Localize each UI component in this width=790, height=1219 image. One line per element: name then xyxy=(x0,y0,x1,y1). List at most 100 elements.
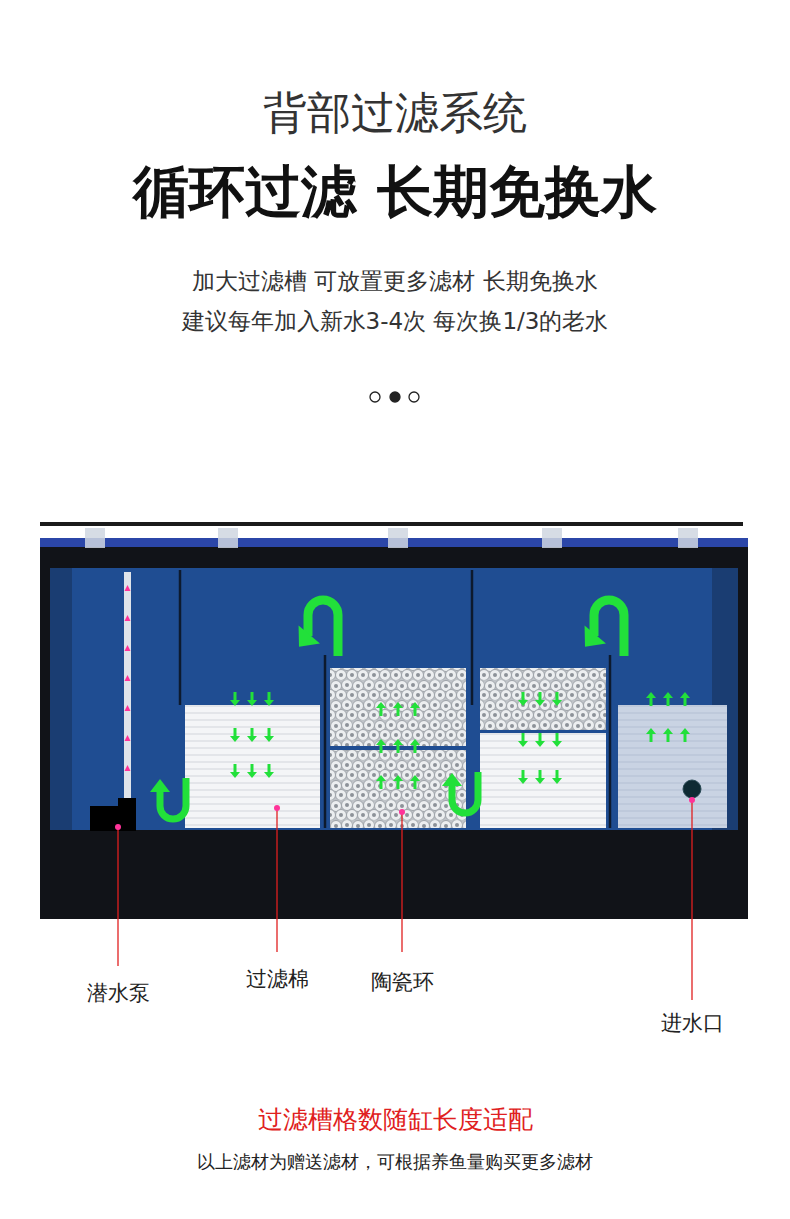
inlet xyxy=(683,780,701,798)
flow-arrow xyxy=(552,741,562,747)
flow-arrow xyxy=(535,778,545,784)
flow-arrow xyxy=(552,700,562,706)
flow-arrow xyxy=(667,697,670,706)
flow-arrow xyxy=(268,764,271,773)
filter-cotton xyxy=(480,733,606,828)
leader-line xyxy=(276,808,277,952)
flow-arrow xyxy=(594,600,624,656)
part-label: 过滤棉 xyxy=(246,967,309,992)
flow-arrow xyxy=(251,764,254,773)
flow-arrow xyxy=(376,775,386,781)
flow-arrow xyxy=(552,778,562,784)
flow-arrow xyxy=(125,645,131,651)
flow-arrow xyxy=(650,733,653,742)
pager-dot xyxy=(370,392,380,402)
flow-arrow xyxy=(150,779,170,792)
flow-arrow xyxy=(410,739,420,745)
illustration-part xyxy=(50,568,738,830)
flow-arrow xyxy=(574,625,606,655)
illustration-part xyxy=(40,522,743,526)
flow-arrow xyxy=(125,585,131,591)
flow-arrow xyxy=(125,735,131,741)
flow-arrow xyxy=(393,702,403,708)
flow-arrow xyxy=(397,780,400,789)
partition-wall xyxy=(324,655,327,828)
pump xyxy=(90,806,136,831)
flow-arrow xyxy=(414,707,417,716)
part-label: 进水口 xyxy=(661,1011,724,1036)
flow-arrow xyxy=(650,697,653,706)
flow-arrow xyxy=(268,692,271,701)
flow-arrow xyxy=(234,692,237,701)
leader-dot xyxy=(399,809,405,815)
partition-wall xyxy=(179,570,182,705)
leader-line xyxy=(117,827,118,966)
flow-arrow xyxy=(539,733,542,742)
flow-arrow xyxy=(646,728,656,734)
flow-arrow xyxy=(522,692,525,701)
flow-arrow xyxy=(308,600,338,656)
flow-arrow xyxy=(288,625,320,655)
flow-arrow xyxy=(230,736,240,742)
flow-arrow xyxy=(125,675,131,681)
flow-arrow xyxy=(247,736,257,742)
subtitle-line: 加大过滤槽 可放置更多滤材 长期免换水 xyxy=(192,268,598,296)
flow-arrow xyxy=(663,728,673,734)
headline: 循环过滤 长期免换水 xyxy=(133,158,657,225)
flow-arrow xyxy=(535,700,545,706)
aquarium-tank xyxy=(40,522,748,1000)
flow-arrow xyxy=(393,739,403,745)
pager-dot xyxy=(390,392,400,402)
flow-arrow xyxy=(376,702,386,708)
flow-arrow xyxy=(393,775,403,781)
flow-arrow xyxy=(414,744,417,753)
flow-arrow xyxy=(535,741,545,747)
flow-arrow xyxy=(264,736,274,742)
partition-wall xyxy=(471,570,474,705)
flow-arrow xyxy=(247,700,257,706)
flow-arrow xyxy=(522,733,525,742)
flow-arrow xyxy=(684,733,687,742)
note-red: 过滤槽格数随缸长度适配 xyxy=(258,1105,533,1135)
flow-arrow xyxy=(680,692,690,698)
flow-arrow xyxy=(264,772,274,778)
flow-arrow xyxy=(397,744,400,753)
lid-clip xyxy=(388,528,408,548)
lid-clip xyxy=(542,528,562,548)
flow-arrow xyxy=(380,707,383,716)
flow-arrow xyxy=(230,700,240,706)
filter-cotton xyxy=(618,705,727,828)
ceramic-rings xyxy=(480,668,606,730)
flow-arrow xyxy=(556,692,559,701)
flow-arrow xyxy=(234,764,237,773)
flow-arrow xyxy=(518,778,528,784)
leader-dot xyxy=(274,805,280,811)
flow-arrow xyxy=(680,728,690,734)
flow-arrow xyxy=(414,780,417,789)
flow-arrow xyxy=(518,741,528,747)
part-label: 潜水泵 xyxy=(87,981,150,1006)
ceramic-rings xyxy=(330,750,466,828)
flow-arrow xyxy=(522,770,525,779)
flow-arrow xyxy=(376,739,386,745)
lid-clip xyxy=(85,528,105,548)
flow-arrow xyxy=(442,773,462,786)
flow-arrow xyxy=(251,692,254,701)
flow-arrow xyxy=(410,775,420,781)
leader-line xyxy=(691,800,692,1000)
leader-line xyxy=(401,812,402,952)
note: 以上滤材为赠送滤材，可根据养鱼量购买更多滤材 xyxy=(197,1151,593,1173)
filter-cotton xyxy=(185,705,320,828)
flow-arrow xyxy=(125,615,131,621)
flow-arrow xyxy=(264,700,274,706)
partition-wall xyxy=(609,655,612,828)
flow-arrow xyxy=(125,705,131,711)
illustration-part xyxy=(50,568,72,830)
flow-arrow xyxy=(247,772,257,778)
illustration-part xyxy=(40,545,748,919)
flow-arrow xyxy=(539,770,542,779)
flow-arrow xyxy=(125,765,131,771)
flow-arrow xyxy=(646,692,656,698)
flow-arrow xyxy=(268,728,271,737)
flow-arrow xyxy=(230,772,240,778)
